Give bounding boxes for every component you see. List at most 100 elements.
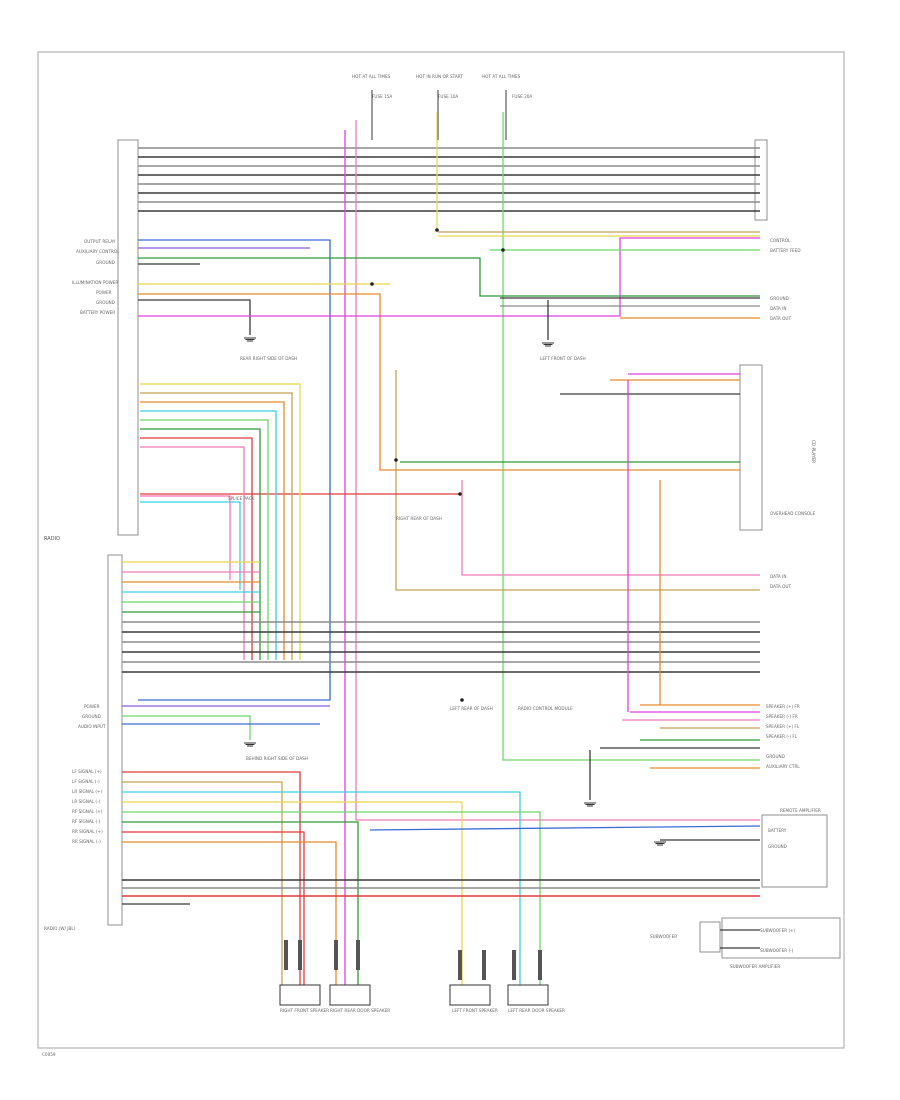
right-pin-top-3: GROUND <box>770 296 789 301</box>
radio-pin-label-7: BATTERY POWER <box>80 310 115 315</box>
wire-cyan-41 <box>140 410 277 660</box>
wire-pink-13 <box>355 120 760 821</box>
wire-blue-84 <box>369 825 761 831</box>
wire-orange-79 <box>122 841 337 985</box>
wire-orange-21 <box>138 293 740 471</box>
wire-red-44 <box>140 437 253 660</box>
wire-magenta-23 <box>138 237 760 317</box>
label-layer: RADIO OUTPUT RELAY AUXILIARY CONTROL GRO… <box>42 74 821 1057</box>
subwoofer-label: SUBWOOFER <box>650 934 677 939</box>
right-pin-top-4: DATA IN <box>770 306 787 311</box>
splice-dot <box>501 248 505 252</box>
fuse-rating-2: FUSE 10A <box>438 94 458 99</box>
wire-black-22 <box>138 299 251 335</box>
speaker-label-3: LEFT FRONT SPEAKER <box>452 1008 498 1013</box>
wire-yellow-75 <box>122 801 463 985</box>
fuse-rating-1: FUSE 15A <box>372 94 392 99</box>
radio-upper-box <box>117 139 139 536</box>
wire-layer <box>122 90 761 1000</box>
radio-speaker-pin-7: RR SIGNAL (+) <box>72 829 103 834</box>
diagram-frame <box>37 51 845 1049</box>
speaker-connector <box>512 950 516 980</box>
radio-pin-label-2: AUXILIARY CONTROL <box>76 249 120 254</box>
wire-yellow-38 <box>140 383 301 660</box>
radio-bottom-label: RADIO (W/ JBL) <box>44 926 76 931</box>
right-pin-mid-2: DATA OUT <box>770 584 791 589</box>
fuse-rating-3: FUSE 20A <box>512 94 532 99</box>
wire-pink-45 <box>140 446 245 660</box>
ground-label-2: LEFT FRONT OF DASH <box>540 356 586 361</box>
cd-player-box <box>739 364 763 531</box>
speaker-box-1 <box>279 984 321 1006</box>
splice-dot <box>460 698 464 702</box>
speaker-layer <box>279 940 549 1006</box>
right-pin-amp-4: SPEAKER (-) FL <box>766 734 798 739</box>
right-pin-mid-1: DATA IN <box>770 574 787 579</box>
ground-label-4: LEFT REAR OF DASH <box>450 706 493 711</box>
wire-green-43 <box>140 428 261 660</box>
wire-lightgreen-70 <box>122 715 251 740</box>
wire-green-77 <box>122 821 359 985</box>
remote-amplifier-box <box>761 814 828 888</box>
splice-dot <box>370 282 374 286</box>
radio-pin-label-5: POWER <box>96 290 112 295</box>
radio-speaker-pin-6: RF SIGNAL (-) <box>72 819 101 824</box>
speaker-label-1: RIGHT FRONT SPEAKER <box>280 1008 329 1013</box>
radio-pin-label-6: GROUND <box>96 300 115 305</box>
wire-lightgreen-42 <box>140 419 269 660</box>
speaker-connector <box>334 940 338 970</box>
ground-symbol <box>244 337 256 342</box>
speaker-connector <box>298 940 302 970</box>
wire-red-78 <box>122 831 305 985</box>
right-pin-top-5: DATA OUT <box>770 316 791 321</box>
fuse-label-2: HOT IN RUN OR START <box>416 74 463 79</box>
radio-right-connector <box>754 139 768 221</box>
right-pin-top-2: BATTERY FEED <box>770 248 801 253</box>
speaker-box-4 <box>507 984 549 1006</box>
fuse-label-1: HOT AT ALL TIMES <box>352 74 391 79</box>
right-pin-sub-1: SUBWOOFER (+) <box>760 928 796 933</box>
right-pin-amp-1: SPEAKER (+) FR <box>766 704 800 709</box>
wire-tan-73 <box>122 781 283 985</box>
fuse-label-3: HOT AT ALL TIMES <box>482 74 521 79</box>
wire-cyan-74 <box>122 791 521 985</box>
radio-speaker-pin-2: LF SIGNAL (-) <box>72 779 100 784</box>
radio-speaker-pin-4: LR SIGNAL (-) <box>72 799 101 804</box>
wire-green-18 <box>138 257 760 297</box>
cd-player-label: CD PLAYER <box>811 440 816 463</box>
radio-speaker-pin-5: RF SIGNAL (+) <box>72 809 103 814</box>
wire-orange-40 <box>140 401 285 660</box>
right-pin-amp-low-1: BATTERY <box>768 828 787 833</box>
subwoofer-box <box>699 921 721 953</box>
wire-cyan-46 <box>140 501 241 590</box>
ground-symbol <box>584 802 596 807</box>
wire-lightgreen-15 <box>502 112 760 761</box>
splice-pack-label: SPLICE PACK <box>228 496 255 501</box>
radio-power-pin-1: POWER <box>84 704 100 709</box>
subwoofer-amplifier-box <box>721 917 841 959</box>
right-pin-amp-5: GROUND <box>766 754 785 759</box>
ground-symbol <box>542 342 554 347</box>
node-layer <box>244 228 666 846</box>
speaker-connector <box>458 950 462 980</box>
wire-blue-16 <box>138 239 331 701</box>
radio-pin-label-4: ILLUMINATION POWER <box>72 280 118 285</box>
speaker-label-4: LEFT REAR DOOR SPEAKER <box>508 1008 565 1013</box>
wire-tan-29 <box>395 370 760 591</box>
splice-dot <box>458 492 462 496</box>
remote-amplifier-label: REMOTE AMPLIFIER <box>780 808 821 813</box>
wire-pink-36 <box>461 480 760 576</box>
speaker-connector <box>538 950 542 980</box>
ground-label-3: RIGHT REAR OF DASH <box>396 516 442 521</box>
right-pin-amp-2: SPEAKER (-) FR <box>766 714 798 719</box>
subwoofer-amplifier-label: SUBWOOFER AMPLIFIER <box>730 964 780 969</box>
right-pin-amp-3: SPEAKER (+) FL <box>766 724 800 729</box>
ground-label-1: REAR RIGHT SIDE OF DASH <box>240 356 297 361</box>
bottom-left-code: C0059 <box>42 1052 56 1057</box>
overhead-console-label: OVERHEAD CONSOLE <box>770 511 815 516</box>
wire-lightgreen-76 <box>122 811 541 985</box>
wire-red-72 <box>122 771 301 985</box>
ground-symbol <box>244 742 256 747</box>
radio-control-module-label: RADIO CONTROL MODULE <box>518 706 573 711</box>
